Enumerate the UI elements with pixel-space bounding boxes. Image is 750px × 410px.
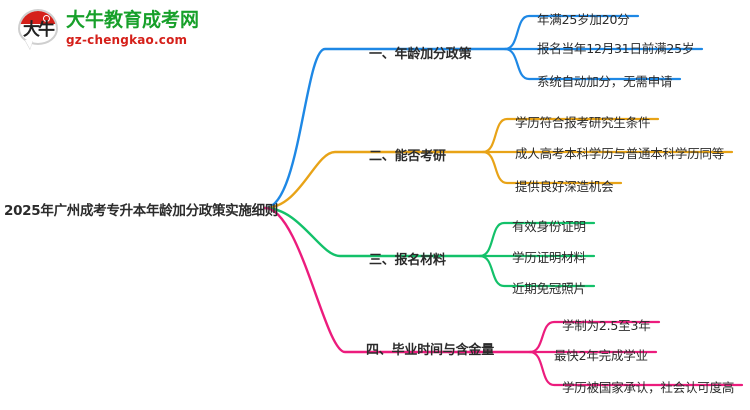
logo-bubble-icon: 大牛 [18, 9, 60, 51]
leaf-label-1-3[interactable]: 系统自动加分，无需申请 [537, 74, 673, 89]
branch-connector-1 [263, 14, 704, 210]
root-node-label[interactable]: 2025年广州成考专升本年龄加分政策实施细则 [4, 203, 278, 219]
leaf-label-1-2[interactable]: 报名当年12月31日前满25岁 [537, 41, 695, 56]
site-logo[interactable]: 大牛 大牛教育成考网 gz-chengkao.com [18, 6, 208, 54]
bubble-tail [25, 40, 33, 49]
speech-bubble-shape [18, 9, 58, 45]
logo-domain: gz-chengkao.com [66, 33, 188, 47]
leaf-label-1-1[interactable]: 年满25岁加20分 [537, 12, 630, 27]
branch-label-2[interactable]: 二、能否考研 [369, 149, 446, 164]
leaf-label-2-3[interactable]: 提供良好深造机会 [515, 179, 614, 194]
branch-connector-4 [263, 206, 744, 387]
leaf-label-4-3[interactable]: 学历被国家承认，社会认可度高 [562, 380, 735, 395]
leaf-label-3-3[interactable]: 近期免冠照片 [512, 281, 586, 296]
branch-connector-2 [263, 117, 734, 210]
leaf-label-2-1[interactable]: 学历符合报考研究生条件 [515, 115, 651, 130]
bubble-red-dot [43, 15, 50, 22]
logo-mark-text: 大牛 [23, 20, 55, 40]
leaf-label-4-1[interactable]: 学制为2.5至3年 [562, 318, 651, 333]
leaf-label-3-1[interactable]: 有效身份证明 [512, 219, 586, 234]
branch-label-1[interactable]: 一、年龄加分政策 [369, 47, 472, 62]
logo-text-block: 大牛教育成考网 gz-chengkao.com [66, 8, 199, 48]
branch-label-3[interactable]: 三、报名材料 [369, 253, 446, 268]
branch-label-4[interactable]: 四、毕业时间与含金量 [366, 343, 495, 358]
logo-site-name: 大牛教育成考网 [66, 9, 200, 31]
leaf-label-2-2[interactable]: 成人高考本科学历与普通本科学历同等 [515, 146, 725, 161]
branch-connector-3 [263, 206, 596, 288]
leaf-label-4-2[interactable]: 最快2年完成学业 [554, 348, 648, 363]
leaf-label-3-2[interactable]: 学历证明材料 [512, 250, 586, 265]
